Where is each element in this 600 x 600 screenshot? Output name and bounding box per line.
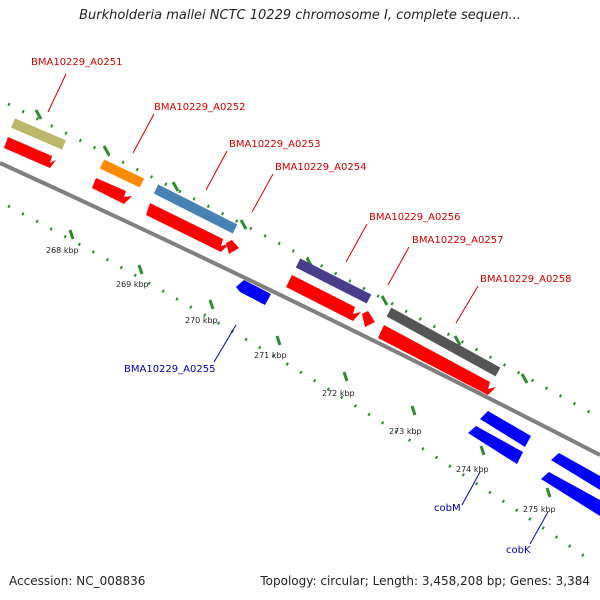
cds-a0256 (286, 275, 361, 321)
cds-a0255 (236, 280, 271, 305)
inner-dotted-track (7, 204, 591, 562)
tick-label: 273 kbp (389, 427, 422, 436)
cds-a0258 (378, 325, 496, 395)
gene-label-a0251[interactable]: BMA10229_A0251 (31, 57, 122, 68)
accession-text: Accession: NC_008836 (9, 574, 146, 588)
gene-label-cobm[interactable]: cobM (434, 503, 461, 514)
tick-label: 274 kbp (456, 465, 489, 474)
gene-label-a0254[interactable]: BMA10229_A0254 (275, 162, 366, 173)
inner-ticks (68, 229, 552, 498)
cds-cobk-2 (541, 472, 600, 516)
cds-a0251 (4, 137, 56, 168)
forward-cds (4, 137, 496, 395)
tick-label: 268 kbp (46, 246, 79, 255)
cds-cobm-2 (468, 426, 523, 464)
feature-bar-a0256 (295, 258, 372, 304)
gene-label-a0257[interactable]: BMA10229_A0257 (412, 235, 503, 246)
map-title: Burkholderia mallei NCTC 10229 chromosom… (79, 8, 521, 23)
cds-cobm-1 (480, 411, 531, 447)
gene-label-a0255[interactable]: BMA10229_A0255 (124, 364, 215, 375)
cds-a0252 (92, 178, 132, 204)
reverse-cds (236, 280, 600, 516)
chromosome-backbone (0, 161, 600, 457)
gene-label-a0256[interactable]: BMA10229_A0256 (369, 212, 460, 223)
label-leaders (47, 73, 549, 545)
cds-a0257 (362, 311, 375, 327)
tick-label: 272 kbp (322, 389, 355, 398)
topology-text: Topology: circular; Length: 3,458,208 bp… (260, 574, 590, 588)
cds-a0254 (226, 240, 239, 254)
gene-label-a0252[interactable]: BMA10229_A0252 (154, 102, 245, 113)
tick-label: 271 kbp (254, 351, 287, 360)
cds-cobk-1 (551, 453, 600, 490)
gene-label-a0253[interactable]: BMA10229_A0253 (229, 139, 320, 150)
feature-bar-a0253 (153, 184, 238, 234)
gene-label-cobk[interactable]: cobK (506, 545, 531, 556)
feature-bar-a0251 (11, 118, 66, 150)
cds-a0253 (146, 203, 229, 252)
tick-label: 270 kbp (185, 316, 218, 325)
feature-bar-a0258 (386, 307, 501, 377)
gene-label-a0258[interactable]: BMA10229_A0258 (480, 274, 571, 285)
feature-bar-a0252 (99, 159, 145, 188)
feature-bars (11, 118, 501, 377)
tick-label: 275 kbp (523, 505, 556, 514)
tick-label: 269 kbp (116, 280, 149, 289)
outer-ticks (34, 109, 529, 384)
